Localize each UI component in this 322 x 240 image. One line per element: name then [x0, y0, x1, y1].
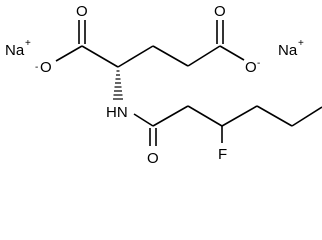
chemical-structure: Na + O O - O O - Na + HN O F — [5, 3, 322, 167]
bonds — [55, 20, 322, 146]
bond-c1-calpha — [81, 45, 119, 68]
charge-na-right: + — [298, 38, 304, 49]
atom-o-left-top: O — [76, 3, 88, 20]
atom-na-right: Na — [278, 42, 298, 59]
bond-n-camide — [133, 113, 154, 127]
charge-o-right: - — [257, 58, 260, 69]
bond-calpha-n-hashed — [113, 70, 123, 100]
atom-nh: HN — [106, 104, 128, 121]
atom-o-amide: O — [147, 150, 159, 167]
bond-c4-c5chain — [256, 105, 293, 127]
atom-fluorine: F — [218, 146, 227, 163]
bond-c2-c3 — [187, 105, 223, 127]
atom-na-left: Na — [5, 42, 25, 59]
bond-c5-ominus — [219, 45, 245, 61]
atom-o-left-minus: O — [40, 59, 52, 76]
bond-calpha-cbeta — [117, 45, 154, 68]
atom-labels: Na + O O - O O - Na + HN O F — [5, 3, 304, 167]
bond-c5chain-c6 — [291, 106, 322, 127]
atom-o-right-top: O — [214, 3, 226, 20]
structure-canvas: Na + O O - O O - Na + HN O F — [5, 3, 322, 167]
bond-cgamma-c5 — [187, 45, 221, 67]
atom-o-right-minus: O — [245, 59, 257, 76]
charge-na-left: + — [25, 38, 31, 49]
bond-cbeta-cgamma — [152, 45, 189, 67]
bond-c3-c4 — [221, 105, 258, 127]
bond-camide-c2 — [152, 105, 189, 127]
charge-o-left: - — [35, 62, 38, 73]
bond-c1-ominus — [55, 45, 83, 62]
